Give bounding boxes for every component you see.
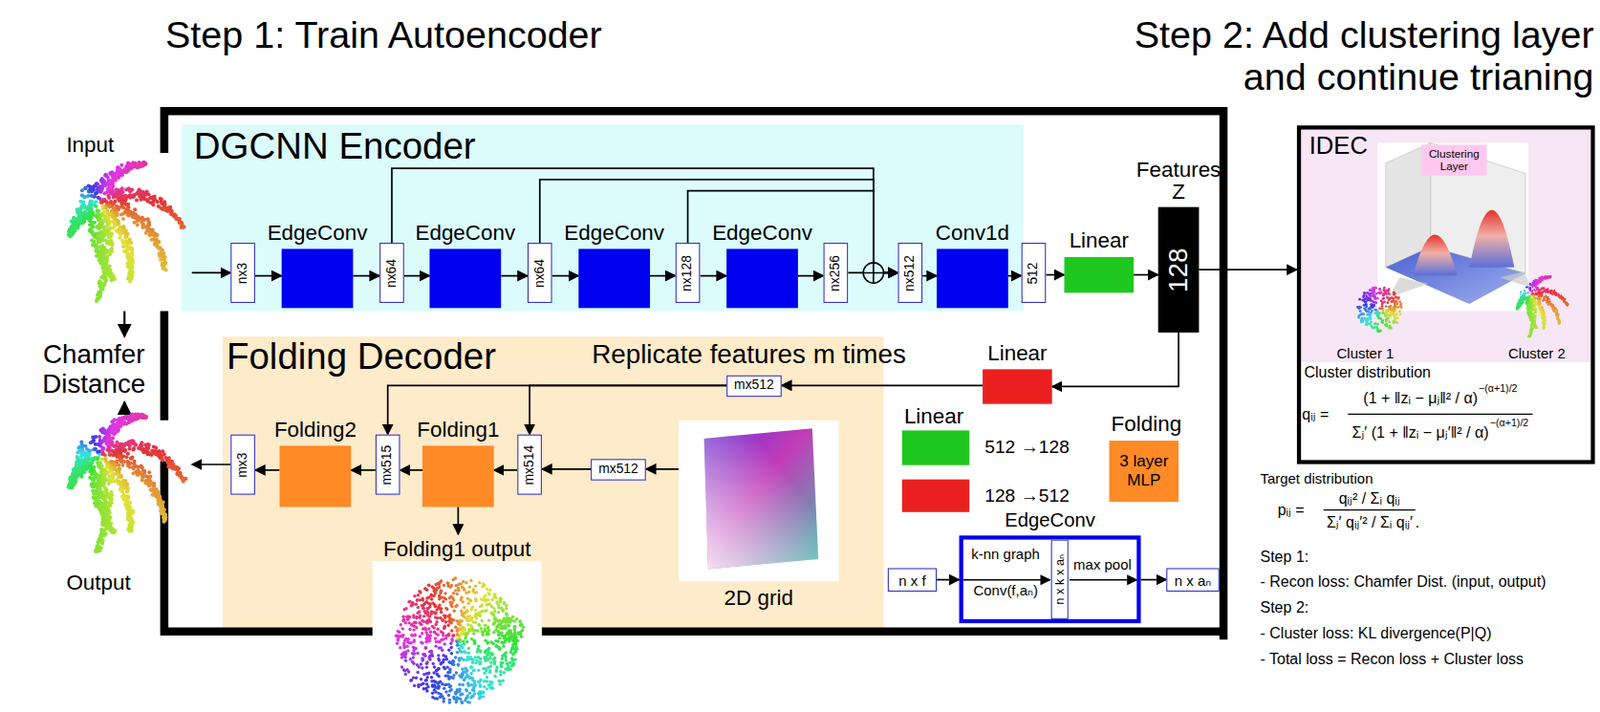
diagram-root: InputDGCNN Encodernx3EdgeConvnx64EdgeCon… xyxy=(0,0,1600,712)
